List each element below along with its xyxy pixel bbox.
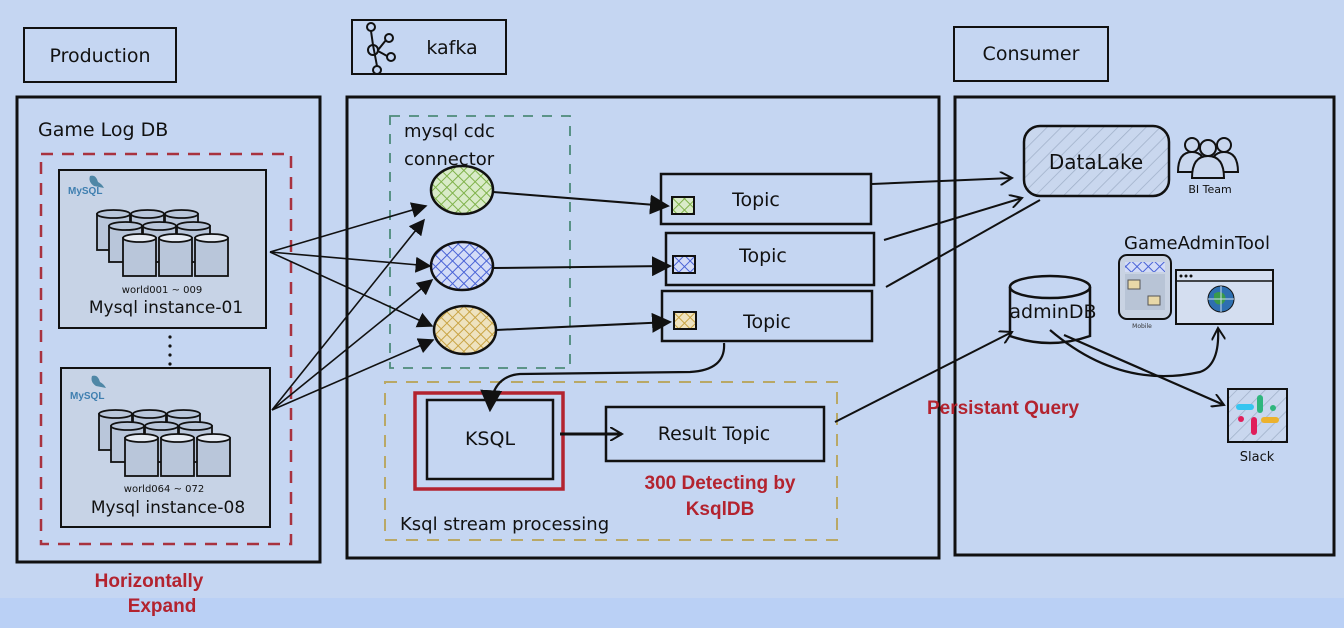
- kafka-panel: mysql cdc connector Topic Topic Topic KS…: [345, 95, 941, 560]
- topic-box[interactable]: Topic: [660, 289, 874, 343]
- admin-db-label: adminDB: [1009, 301, 1096, 323]
- consumer-panel: DataLake BI Team GameAdminTool Mobile: [953, 95, 1336, 557]
- arrow-connector2-topic2: [492, 256, 672, 277]
- game-log-db-title: Game Log DB: [38, 119, 168, 141]
- bi-team-label: BI Team: [1188, 183, 1231, 196]
- arrow-topic3-ksql: [480, 342, 726, 413]
- topic-label: Topic: [742, 311, 791, 333]
- line-topic3-datalake: [885, 199, 1041, 288]
- kafka-logo-icon: [366, 22, 396, 75]
- arrow-admindb-webtool: [1049, 328, 1218, 378]
- result-topic-label: Result Topic: [658, 423, 771, 445]
- svg-text:Mobile: Mobile: [1132, 323, 1152, 330]
- web-browser-icon[interactable]: [1175, 269, 1274, 325]
- mysql-logo-icon: MySQL: [70, 375, 106, 402]
- slack-icon[interactable]: [1227, 388, 1288, 443]
- datalake-node[interactable]: DataLake: [1022, 124, 1171, 198]
- cdc-connector-title-line2: connector: [404, 149, 495, 170]
- connections: [269, 178, 1224, 434]
- bottom-strip: [0, 598, 1344, 628]
- datalake-label: DataLake: [1049, 150, 1143, 174]
- topic-partition-icon: [671, 196, 695, 215]
- kafka-title: kafka: [426, 37, 477, 59]
- mysql-logo-icon: MySQL: [68, 175, 104, 197]
- ksql-node[interactable]: KSQL: [413, 391, 565, 491]
- topic-label: Topic: [731, 189, 780, 211]
- horizontally-expand-note-line2: Expand: [128, 596, 197, 617]
- svg-text:MySQL: MySQL: [68, 186, 102, 197]
- instance-name: Mysql instance-01: [89, 298, 243, 318]
- arrow-instance8-connector1: [271, 218, 425, 411]
- database-cylinders-icon: [98, 409, 231, 477]
- arrow-instance1-connector2: [269, 251, 432, 273]
- result-topic-box[interactable]: Result Topic: [604, 405, 826, 463]
- db-cluster-boundary: [39, 152, 293, 546]
- consumer-header: Consumer: [953, 26, 1109, 82]
- arrow-instance1-connector3: [269, 251, 434, 328]
- instance-range: world064 ~ 072: [124, 484, 204, 495]
- production-title: Production: [49, 45, 150, 67]
- arrow-resulttopic-admindb: [834, 332, 1012, 423]
- svg-text:MySQL: MySQL: [70, 391, 104, 402]
- horizontally-expand-note: Horizontally: [95, 571, 204, 592]
- cdc-connector-title: mysql cdc: [404, 121, 495, 142]
- mysql-instance[interactable]: MySQL world001 ~ 009 Mysql instance-01: [58, 169, 267, 329]
- arrow-topic2-datalake: [883, 198, 1022, 241]
- cdc-connector-node[interactable]: [432, 304, 498, 356]
- detecting-note-line2: KsqlDB: [686, 499, 755, 520]
- persistent-query-label: Persistant Query: [927, 398, 1079, 419]
- arrow-connector3-topic3: [495, 312, 672, 333]
- arrow-instance8-connector2: [271, 278, 434, 411]
- ksql-stream-title: Ksql stream processing: [400, 514, 609, 535]
- arrow-connector1-topic1: [492, 191, 670, 215]
- bi-team-icon: [1176, 137, 1240, 179]
- cdc-connector-node[interactable]: [429, 164, 495, 216]
- arrow-instance1-connector1: [269, 202, 428, 253]
- slack-label: Slack: [1240, 450, 1275, 465]
- mysql-instance[interactable]: MySQL world064 ~ 072 Mysql instance-08: [60, 367, 271, 528]
- production-header: Production: [23, 27, 177, 83]
- arrow-admindb-slack: [1063, 333, 1224, 405]
- instance-range: world001 ~ 009: [122, 285, 202, 296]
- instance-name: Mysql instance-08: [91, 498, 245, 518]
- ksql-stream-group: [384, 381, 838, 541]
- topic-partition-icon: [673, 311, 697, 330]
- topic-label: Topic: [738, 245, 787, 267]
- topic-partition-icon: [672, 255, 696, 274]
- game-admin-tool-title: GameAdminTool: [1124, 233, 1270, 254]
- production-panel: Game Log DB MySQL world001 ~ 009 Mysql: [15, 95, 322, 564]
- globe-icon: [1207, 285, 1235, 313]
- topic-box[interactable]: Topic: [664, 231, 876, 287]
- arrow-topic1-datalake: [871, 178, 1012, 184]
- arrow-instance8-connector3: [271, 338, 435, 411]
- mobile-device-icon[interactable]: Mobile: [1118, 254, 1172, 330]
- consumer-title: Consumer: [983, 43, 1080, 65]
- cdc-connector-group: [389, 115, 571, 369]
- topic-box[interactable]: Topic: [659, 172, 873, 226]
- ksql-label: KSQL: [465, 428, 515, 450]
- kafka-header: kafka: [351, 19, 507, 75]
- database-cylinders-icon: [96, 209, 229, 277]
- detecting-note: 300 Detecting by: [645, 473, 796, 494]
- more-instances-ellipsis: [168, 335, 172, 366]
- cdc-connector-node[interactable]: [429, 240, 495, 292]
